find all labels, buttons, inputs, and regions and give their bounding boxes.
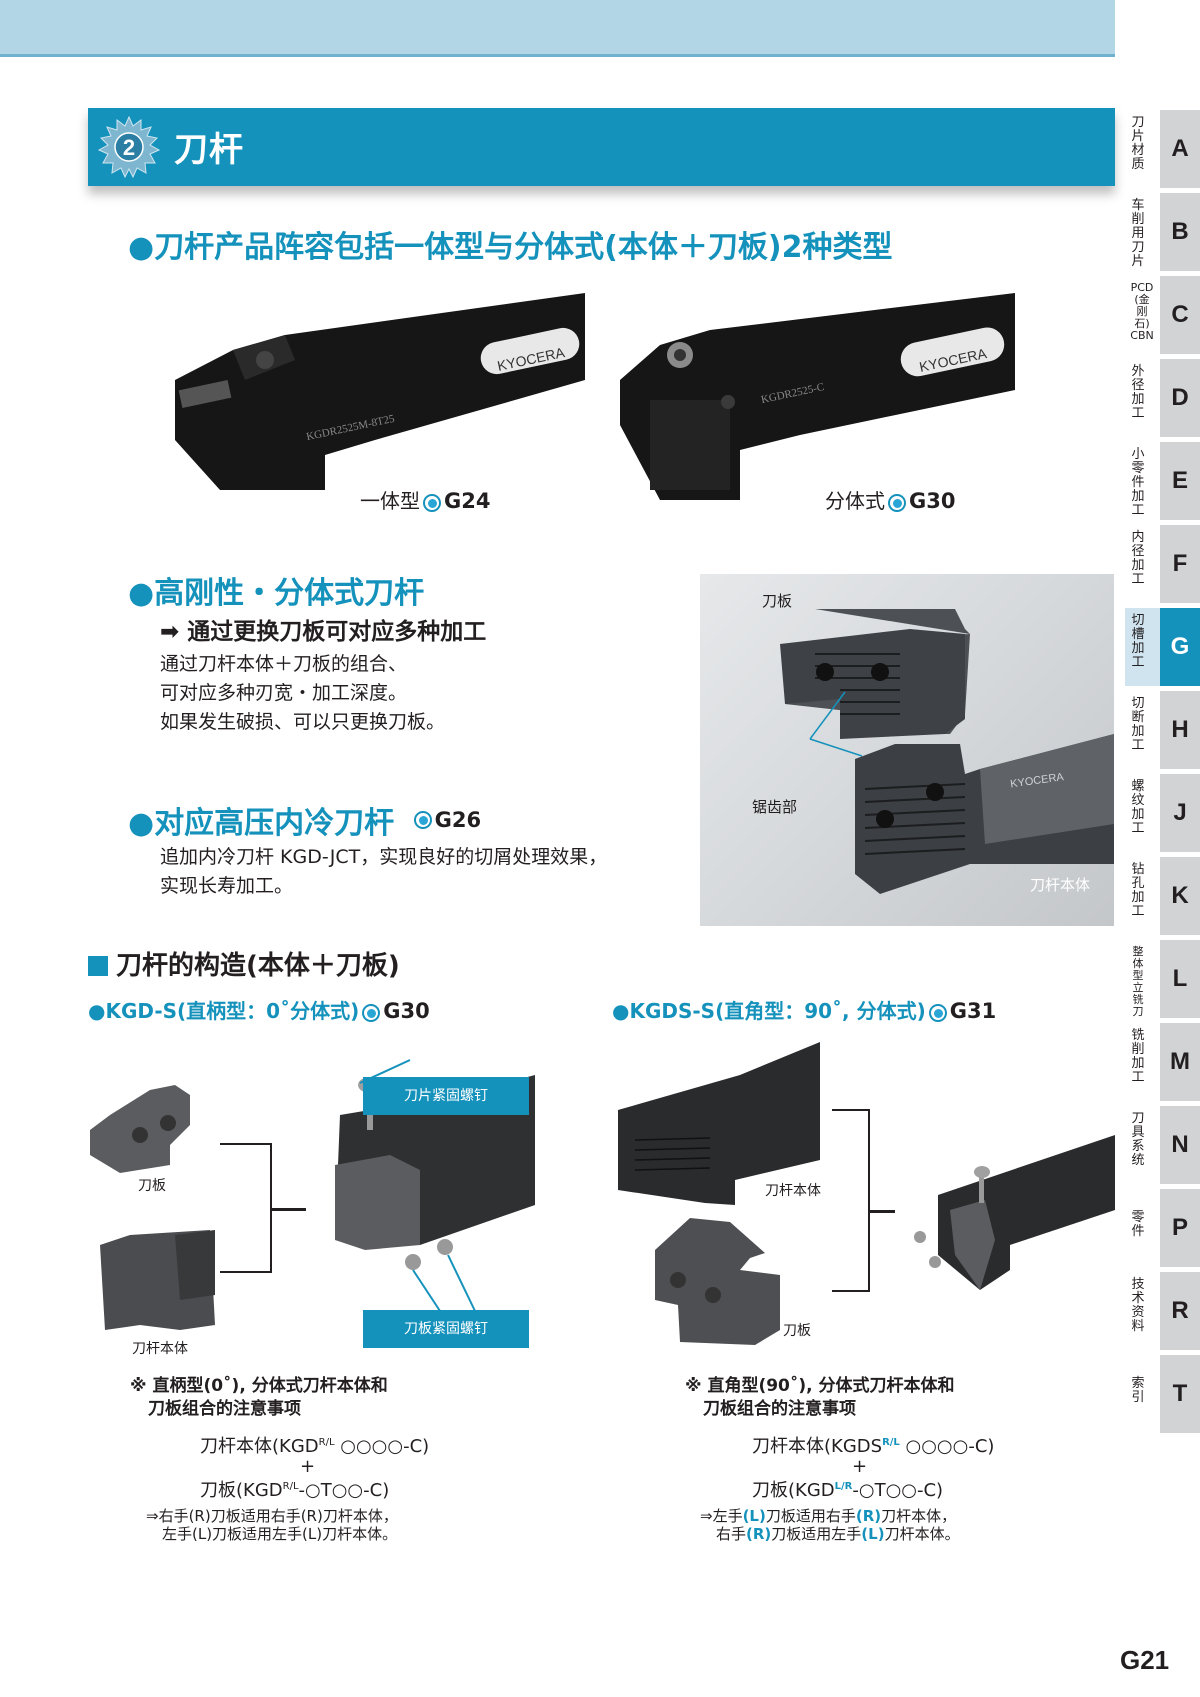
page-ref-link[interactable]: G24 <box>444 489 491 513</box>
photo-label-serration: 锯齿部 <box>752 798 798 816</box>
coolant-heading: 对应高压内冷刀杆 G26 <box>128 798 481 842</box>
kgd-s-heading: KGD-S(直柄型：0˚分体式)G30 <box>88 995 430 1024</box>
callout-plate-screw: 刀板紧固螺钉 <box>363 1310 529 1348</box>
kgds-s-parts-illustration <box>618 1042 1115 1345</box>
rigidity-heading: 高刚性・分体式刀杆 <box>128 568 424 612</box>
rigidity-subheading: ➡ 通过更换刀板可对应多种加工 <box>160 619 487 645</box>
kgds-s-heading: KGDS-S(直角型：90˚, 分体式)G31 <box>612 995 996 1024</box>
page-number: G21 <box>1120 1645 1170 1675</box>
modular-holder-image: KYOCERA KGDR2525-C <box>620 293 1015 500</box>
page-ref-arrow-icon <box>362 1003 381 1022</box>
kgd-s-diagram: 刀板 刀杆本体 刀片紧固螺钉 刀板紧固螺钉 <box>80 1055 540 1357</box>
kgds-s-rule: ⇒左手(L)刀板适用右手(R)刀杆本体， 右手(R)刀板适用左手(L)刀杆本体。 <box>700 1507 960 1543</box>
label-plate: 刀板 <box>783 1323 811 1339</box>
svg-text:2: 2 <box>123 135 135 160</box>
page-ref-arrow-icon <box>413 811 432 829</box>
page-ref-arrow-icon <box>928 1003 947 1022</box>
kgd-s-note-title: ※ 直柄型(0˚), 分体式刀杆本体和 刀板组合的注意事项 <box>130 1376 388 1419</box>
starburst-badge-icon: 2 <box>98 116 160 178</box>
arrow-right-icon: ➡ <box>160 619 188 645</box>
callout-insert-screw: 刀片紧固螺钉 <box>363 1077 529 1115</box>
page-ref-link[interactable]: G31 <box>949 999 997 1023</box>
kgds-s-formula: 刀杆本体(KGDSR/L ○○○○-C) + 刀板(KGDL/R-○T○○-C) <box>752 1436 995 1501</box>
section-header: 2 刀杆 <box>88 108 1115 186</box>
page-ref-arrow-icon <box>423 493 441 512</box>
page-ref-arrow-icon <box>888 493 906 512</box>
page-ref-link[interactable]: G30 <box>383 999 430 1023</box>
photo-illustration: KYOCERA <box>780 609 1114 894</box>
kgd-s-rule: ⇒右手(R)刀板适用右手(R)刀杆本体， 左手(L)刀板适用左手(L)刀杆本体。 <box>146 1507 398 1543</box>
integral-holder-image: KYOCERA KGDR2525M-8T25 <box>175 293 585 490</box>
page-ref-link[interactable]: G30 <box>909 489 956 513</box>
assembly-bracket-stub <box>272 1208 306 1211</box>
label-body: 刀杆本体 <box>765 1183 821 1199</box>
label-plate: 刀板 <box>138 1178 166 1194</box>
lineup-heading: 刀杆产品阵容包括一体型与分体式(本体＋刀板)2种类型 <box>128 222 892 266</box>
top-band <box>0 0 1115 57</box>
structure-heading: 刀杆的构造(本体＋刀板) <box>88 945 400 982</box>
kgds-s-note-title: ※ 直角型(90˚), 分体式刀杆本体和 刀板组合的注意事项 <box>685 1376 955 1419</box>
page-ref-link[interactable]: G26 <box>434 808 482 832</box>
assembly-bracket <box>832 1109 870 1292</box>
kgd-s-parts-illustration <box>90 1059 535 1330</box>
assembly-bracket-stub <box>870 1210 895 1213</box>
kgd-s-formula: 刀杆本体(KGDR/L ○○○○-C) + 刀板(KGDR/L-○T○○-C) <box>200 1436 430 1501</box>
coolant-body: 追加内冷刀杆 KGD-JCT，实现良好的切屑处理效果， 实现长寿加工。 <box>160 846 608 897</box>
photo-label-plate: 刀板 <box>762 592 793 610</box>
assembly-bracket <box>220 1143 272 1273</box>
section-title: 刀杆 <box>174 130 244 170</box>
rigidity-body: 通过刀杆本体＋刀板的组合、 可对应多种刃宽・加工深度。 如果发生破损、可以只更换… <box>160 653 446 733</box>
plate-and-body-photo: KYOCERA 刀板 锯齿部 刀杆本体 <box>700 574 1114 926</box>
label-body: 刀杆本体 <box>132 1341 188 1357</box>
square-bullet-icon <box>88 956 108 976</box>
kgds-s-diagram: 刀杆本体 刀板 <box>600 1030 1120 1350</box>
photo-label-body: 刀杆本体 <box>1030 876 1091 894</box>
